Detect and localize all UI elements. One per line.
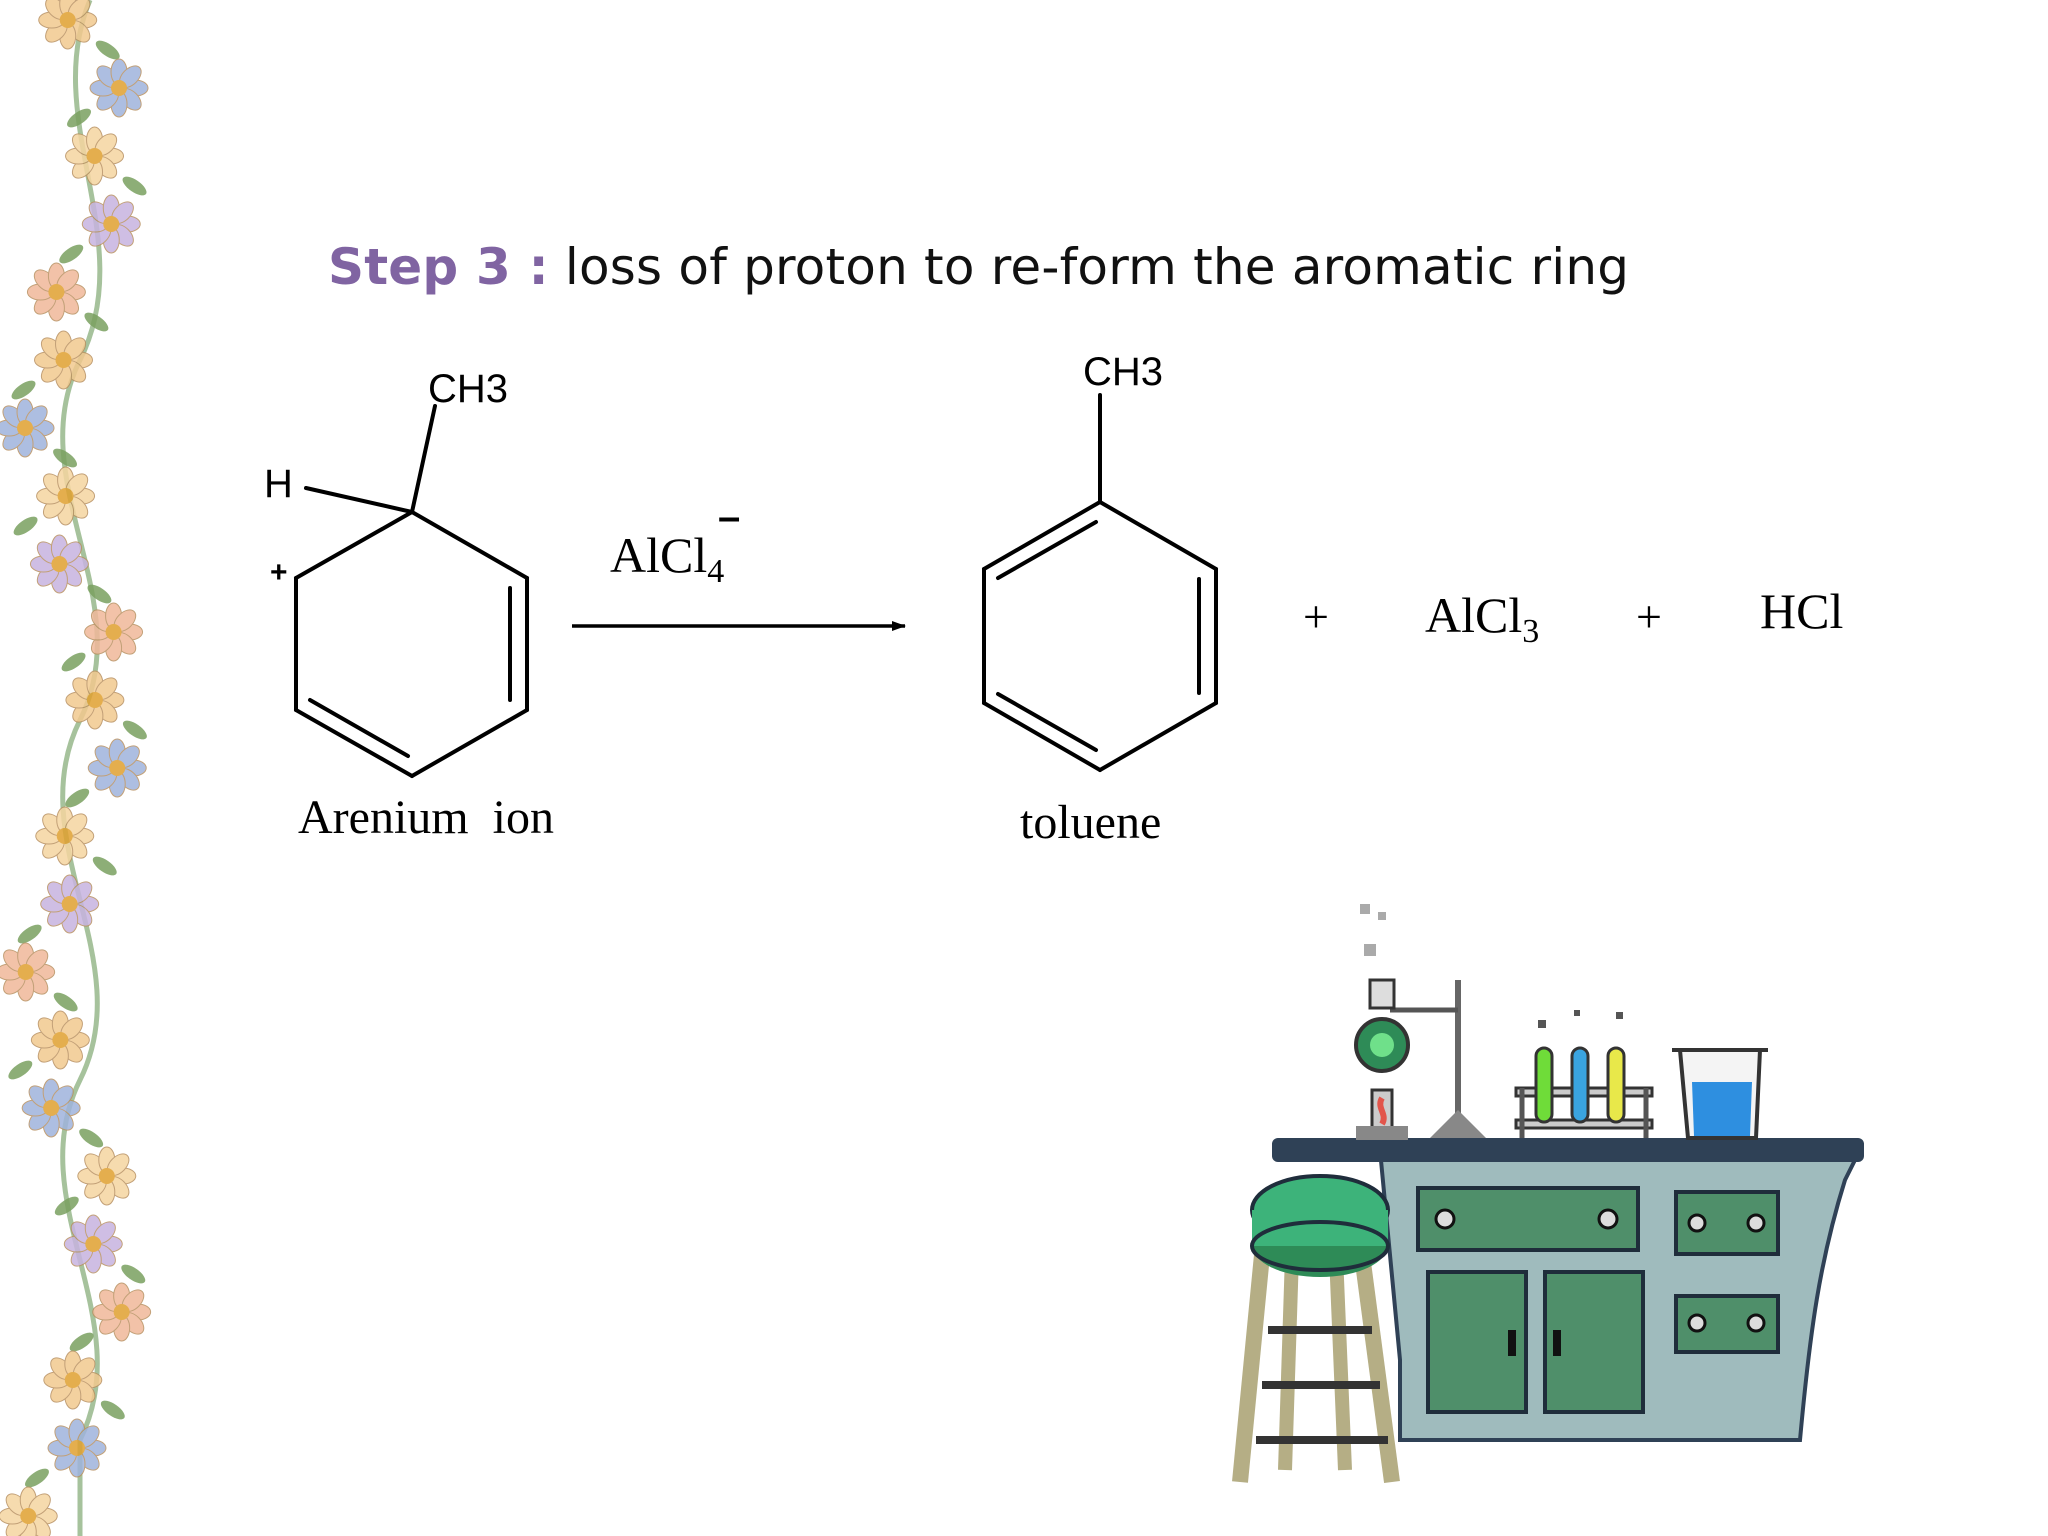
flower-decoration	[35, 806, 117, 876]
flower-decoration	[38, 0, 120, 60]
flower-decoration	[8, 1010, 90, 1080]
toluene-ch3-label: CH3	[1083, 350, 1163, 394]
flower-decoration	[0, 1486, 58, 1536]
hcl-label: HCl	[1760, 583, 1843, 639]
arenium-ion-structure	[294, 404, 529, 778]
floral-border	[0, 0, 152, 1536]
flower-decoration	[54, 1146, 137, 1216]
arenium-ch3-label: CH3	[428, 367, 508, 411]
plus-sign-1: +	[1303, 591, 1329, 642]
plus-sign-2: +	[1636, 591, 1662, 642]
arenium-caption: Arenium ion	[298, 791, 554, 844]
flower-decoration	[61, 602, 144, 672]
flower-decoration	[65, 670, 147, 740]
flower-decoration	[65, 738, 147, 808]
alcl3-label: AlCl3	[1425, 587, 1539, 650]
toluene-caption: toluene	[1020, 796, 1161, 849]
flower-decoration	[17, 874, 100, 944]
flower-decoration	[21, 1078, 104, 1148]
step-label: Step 3 :	[328, 238, 549, 296]
arenium-h-label: H	[264, 462, 293, 506]
flower-decoration	[13, 466, 96, 536]
flower-decoration	[63, 1214, 146, 1284]
flower-decoration	[43, 1350, 125, 1420]
flower-decoration	[59, 194, 141, 264]
flower-decoration	[0, 398, 78, 468]
flower-decoration	[26, 262, 109, 332]
arenium-charge: +	[270, 556, 288, 589]
reagent-label: AlCl4	[610, 527, 724, 590]
page-title: Step 3 : loss of proton to re-form the a…	[328, 238, 1629, 296]
flower-decoration	[65, 126, 147, 196]
toluene-structure	[982, 393, 1218, 772]
flower-decoration	[29, 534, 112, 604]
title-text: loss of proton to re-form the aromatic r…	[548, 238, 1630, 296]
flower-decoration	[11, 330, 94, 400]
flower-decoration	[25, 1418, 107, 1488]
flower-decoration	[67, 58, 149, 128]
flower-decoration	[0, 942, 78, 1012]
reagent-charge: –	[718, 495, 740, 539]
flower-decoration	[69, 1282, 152, 1352]
